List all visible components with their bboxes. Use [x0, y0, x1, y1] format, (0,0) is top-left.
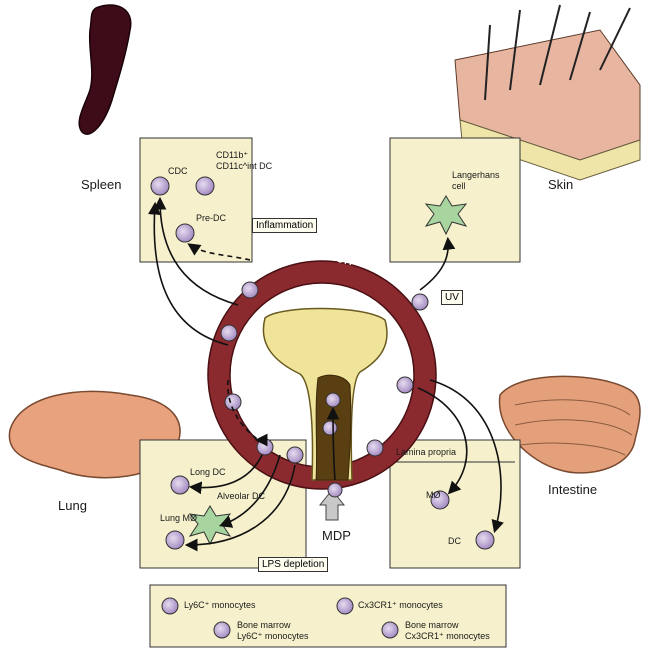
mdp-label: MDP	[322, 528, 351, 543]
lps-tag: LPS depletion	[258, 557, 329, 572]
legend-ly6c: Ly6C⁺ monocytes	[184, 600, 256, 610]
legend-bm-cx3-2: Cx3CR1⁺ monocytes	[405, 631, 490, 641]
skin-box	[389, 137, 521, 263]
spleen-label: Spleen	[81, 177, 122, 192]
legend-cx3cr1: Cx3CR1⁺ monocytes	[358, 600, 443, 610]
langerhans-label-1: Langerhans	[452, 170, 500, 180]
cells	[150, 176, 495, 550]
cdc-label: CDC	[168, 166, 188, 176]
inflammation-tag: Inflammation	[252, 218, 318, 233]
alveolar-dc-label: Alveolar DC	[217, 491, 266, 501]
intestine-organ	[498, 375, 641, 474]
dc-label: DC	[448, 536, 461, 546]
langerhans-label-2: cell	[452, 181, 466, 191]
legend-bm-ly6c-1: Bone marrow	[237, 620, 291, 630]
cd11b-label-2: CD11c^int DC	[216, 161, 273, 171]
long-dc-label: Long DC	[190, 467, 226, 477]
skin-label: Skin	[548, 177, 574, 192]
legend-bm-ly6c-2: Ly6C⁺ monocytes	[237, 631, 309, 641]
uv-tag: UV	[441, 290, 463, 305]
intestine-label: Intestine	[548, 482, 598, 497]
langerhans-cell	[424, 195, 468, 236]
mac-label: MØ	[426, 490, 441, 500]
cd11b-label-1: CD11b⁺	[216, 150, 249, 160]
predc-label: Pre-DC	[196, 213, 227, 223]
legend-bm-cx3-1: Bone marrow	[405, 620, 459, 630]
mdp-arrow	[318, 489, 346, 521]
spleen-organ	[78, 4, 132, 135]
skin-organ	[454, 4, 641, 181]
lung-label: Lung	[58, 498, 87, 513]
lung-mac-label: Lung MØ	[160, 513, 198, 523]
lamina-propria-label: Lamina propria	[396, 447, 457, 457]
legend-box	[149, 584, 507, 648]
